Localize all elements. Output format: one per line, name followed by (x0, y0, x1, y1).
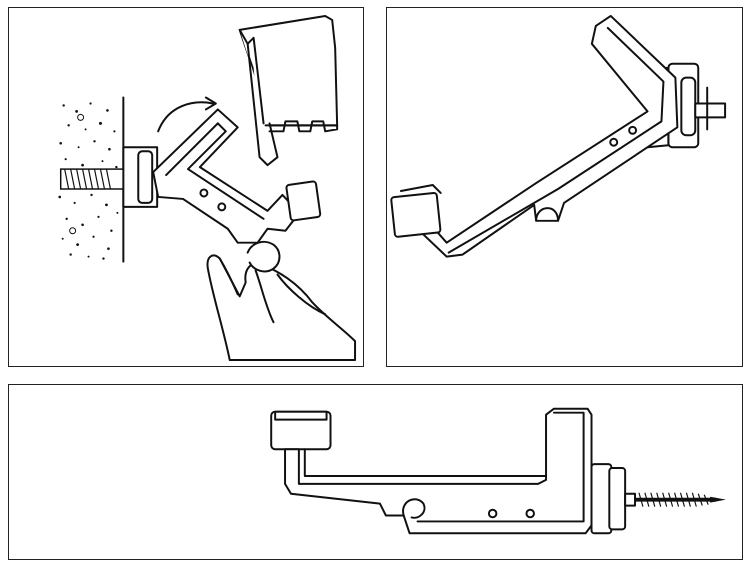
bracket-icon (390, 14, 727, 258)
bracket-angled-illustration (390, 14, 727, 258)
hand-icon (206, 240, 357, 362)
screw-icon (624, 492, 726, 507)
panel-install-step (8, 7, 364, 367)
screw-icon (59, 168, 128, 190)
bracket-icon (152, 108, 322, 244)
bracket-icon (270, 407, 627, 535)
panel-bracket-angled-view (386, 7, 743, 367)
gutter-profile-icon (238, 14, 339, 167)
arrow-icon (157, 96, 217, 133)
install-illustration (55, 14, 357, 362)
bracket-side-illustration (270, 407, 726, 535)
panel-bracket-side-view (8, 384, 743, 560)
